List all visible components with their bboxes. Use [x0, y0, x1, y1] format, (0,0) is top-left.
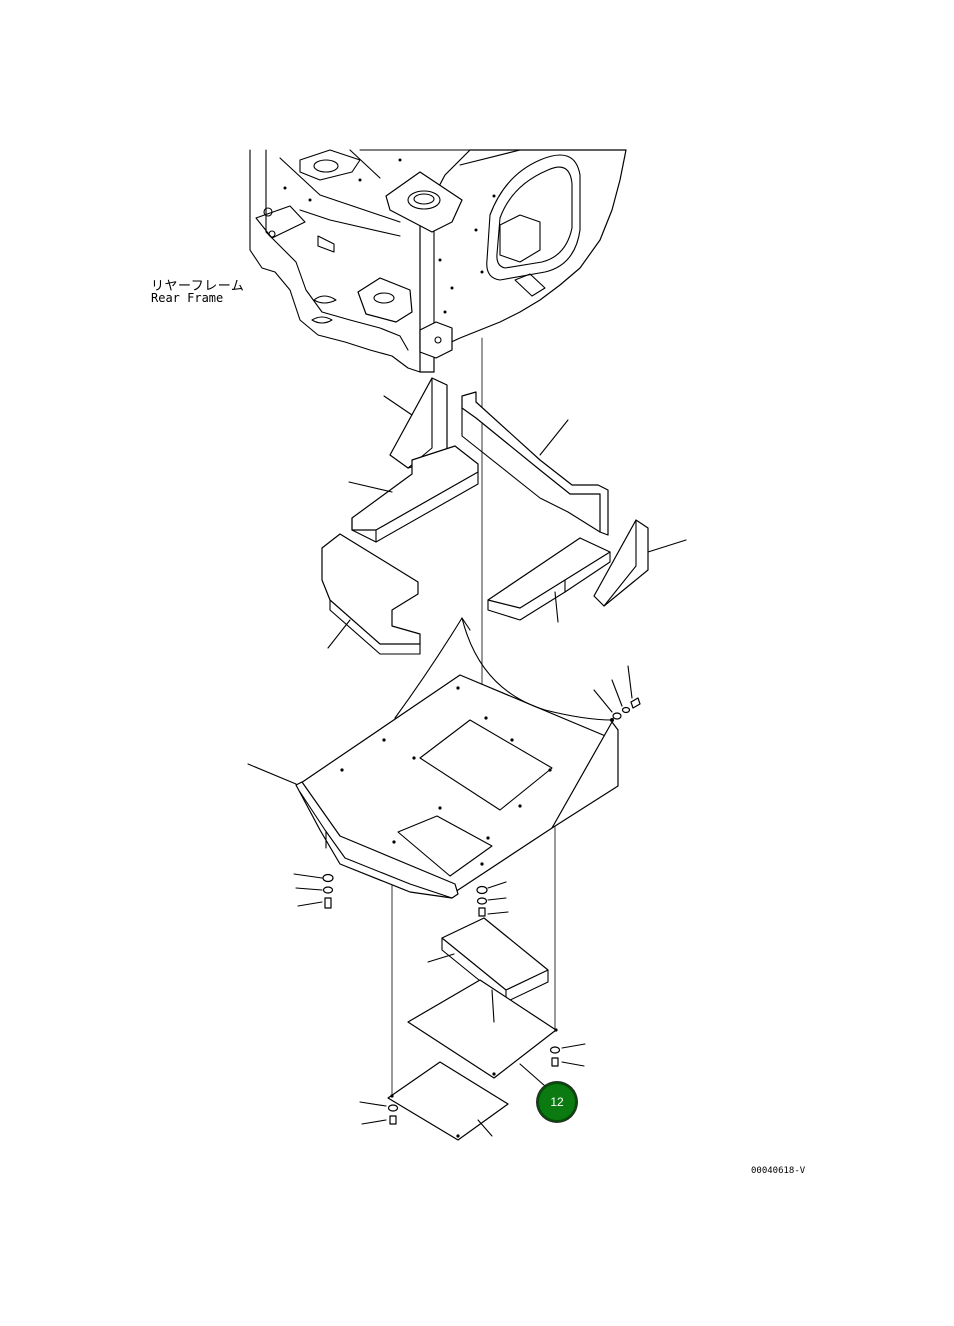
rubber-pads	[321, 377, 687, 655]
part-callout-12[interactable]: 12	[537, 1082, 577, 1122]
rear-frame	[249, 149, 627, 373]
rear-frame-label-en: Rear Frame	[151, 291, 224, 305]
drawing-number: 00040618-V	[751, 1166, 806, 1176]
lower-parts	[387, 917, 558, 1141]
under-cover	[247, 617, 619, 899]
rear-frame-label-jp: リヤーフレーム	[151, 279, 245, 294]
fasteners	[293, 665, 641, 1125]
